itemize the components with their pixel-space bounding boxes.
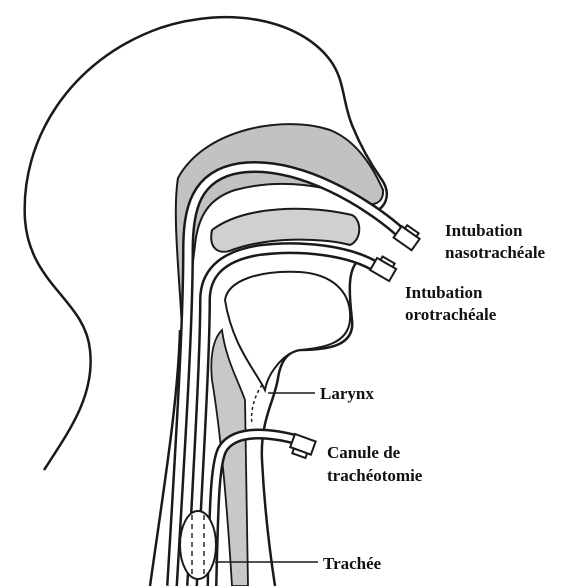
tracheostomy-cannula xyxy=(212,434,298,586)
label-nasotracheal-line1: Intubation xyxy=(445,221,523,240)
tracheostomy-connector xyxy=(288,434,315,459)
label-orotracheal-line2: orotrachéale xyxy=(405,305,497,324)
tube-cuff-balloon xyxy=(180,511,216,579)
label-larynx: Larynx xyxy=(320,384,374,403)
label-trachea: Trachée xyxy=(323,554,382,573)
label-tracheostomy-line2: trachéotomie xyxy=(327,466,423,485)
label-nasotracheal-line2: nasotrachéale xyxy=(445,243,546,262)
tongue xyxy=(225,272,350,390)
label-orotracheal-line1: Intubation xyxy=(405,283,483,302)
label-tracheostomy-line1: Canule de xyxy=(327,443,401,462)
orotracheal-connector xyxy=(370,254,398,281)
larynx-structure xyxy=(252,385,262,425)
